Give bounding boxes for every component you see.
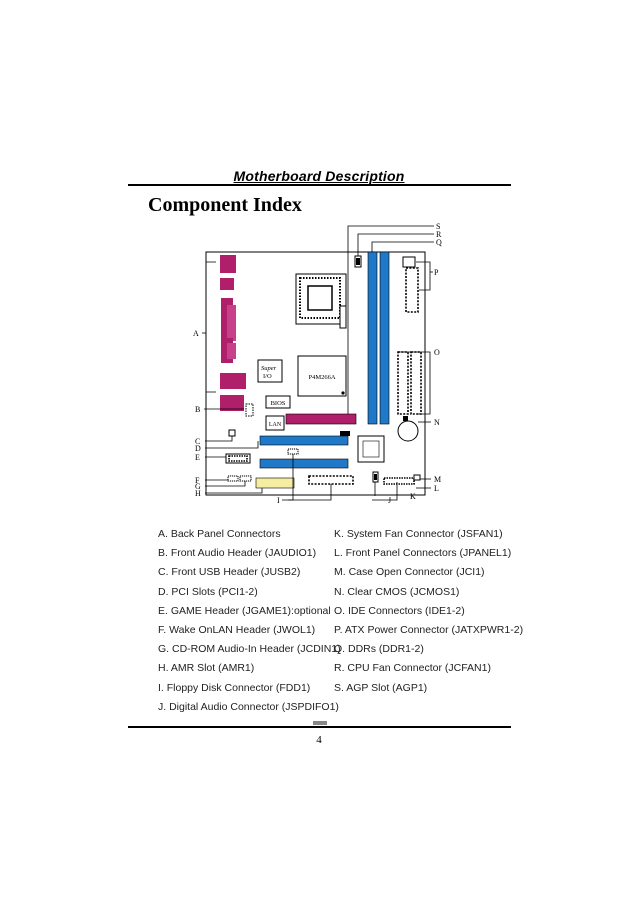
cpu-socket	[295, 273, 347, 329]
cpu-fan-connector-pins	[356, 258, 360, 265]
front-audio-header	[245, 403, 254, 417]
leader-lines	[202, 225, 434, 501]
legend-item: E. GAME Header (JGAME1):optional	[158, 604, 331, 617]
atx-power-connector-small	[402, 256, 416, 268]
ide-connector-1	[397, 351, 409, 415]
pci-slot-1-latch	[340, 431, 350, 436]
southbridge-chip-inner	[362, 440, 380, 458]
bios-chip	[265, 395, 291, 409]
legend-item: H. AMR Slot (AMR1)	[158, 662, 255, 675]
legend-item: C. Front USB Header (JUSB2)	[158, 566, 301, 579]
ddr-slot-2	[379, 251, 390, 425]
cpu-socket-body	[299, 277, 341, 319]
callout-i: I	[277, 496, 280, 505]
system-fan-pins	[374, 474, 377, 480]
callout-f: F	[195, 476, 200, 485]
legend-item: D. PCI Slots (PCI1-2)	[158, 585, 258, 598]
legend-item: B. Front Audio Header (JAUDIO1)	[158, 547, 317, 560]
page-number: 4	[316, 734, 322, 746]
callout-s: S	[436, 222, 440, 231]
callout-q: Q	[436, 238, 442, 247]
wake-on-lan-header	[227, 475, 239, 482]
chip-mark	[341, 391, 345, 395]
amr-slot	[255, 477, 295, 489]
callout-j: J	[388, 496, 391, 505]
callout-g: G	[195, 482, 201, 491]
clear-cmos-jumper	[403, 416, 408, 421]
legend-item: N. Clear CMOS (JCMOS1)	[334, 585, 460, 598]
header-rule	[128, 184, 511, 186]
legend-item: R. CPU Fan Connector (JCFAN1)	[334, 662, 491, 675]
legend-item: L. Front Panel Connectors (JPANEL1)	[334, 547, 512, 560]
lan-label: LAN	[269, 422, 282, 428]
callout-l: L	[434, 484, 439, 493]
legend-item: O. IDE Connectors (IDE1-2)	[334, 604, 465, 617]
floppy-connector	[308, 475, 354, 485]
digital-audio-header	[287, 448, 299, 455]
footer-rule	[128, 726, 511, 728]
callout-k: K	[410, 492, 416, 501]
super-io-label-2: I/O	[263, 373, 272, 380]
audio-jacks	[220, 395, 244, 411]
case-open-connector	[413, 474, 421, 481]
callout-a: A	[193, 329, 199, 338]
callout-e: E	[195, 453, 200, 462]
northbridge-chip	[297, 355, 347, 397]
header-title: Motherboard Description	[233, 168, 405, 184]
serial-port-shell	[227, 343, 236, 359]
game-header	[225, 453, 251, 464]
legend-column-right: K. System Fan Connector (JSFAN1) L. Fron…	[334, 528, 564, 701]
legend-item: J. Digital Audio Connector (JSPDIFO1)	[158, 700, 339, 713]
ide-connector-2	[410, 351, 422, 415]
legend-item: Q. DDRs (DDR1-2)	[334, 643, 424, 656]
legend-item: F. Wake OnLAN Header (JWOL1)	[158, 623, 316, 636]
legend-item: A. Back Panel Connectors	[158, 528, 281, 540]
legend-column-left: A. Back Panel Connectors B. Front Audio …	[158, 528, 341, 720]
section-title: Component Index	[148, 194, 302, 216]
ddr-slot-1	[367, 251, 378, 425]
super-io-label-1: Super	[261, 365, 277, 372]
parallel-port-shell	[227, 305, 236, 341]
game-header-pins	[228, 455, 248, 462]
callout-r: R	[436, 230, 442, 239]
callout-n: N	[434, 418, 440, 427]
pci-slot-2	[259, 458, 349, 469]
usb-port-stack	[220, 278, 234, 290]
legend-item: I. Floppy Disk Connector (FDD1)	[158, 681, 311, 694]
legend-item: P. ATX Power Connector (JATXPWR1-2)	[334, 623, 524, 636]
cpu-socket-core	[307, 285, 333, 311]
front-usb-pad	[228, 429, 236, 437]
bios-label: BIOS	[271, 400, 286, 407]
callout-d: D	[195, 444, 201, 453]
front-panel-connector	[383, 477, 415, 485]
chip-label: P4M266A	[308, 374, 335, 381]
pci-slot-1	[259, 435, 349, 446]
callout-b: B	[195, 405, 200, 414]
lan-chip	[265, 415, 285, 431]
legend-item: M. Case Open Connector (JCI1)	[334, 566, 485, 579]
atx-power-connector	[405, 267, 419, 313]
callout-p: P	[434, 268, 439, 277]
legend-item: K. System Fan Connector (JSFAN1)	[334, 528, 503, 540]
ps2-port	[220, 255, 236, 273]
callout-m: M	[434, 475, 441, 484]
agp-slot	[285, 413, 357, 425]
back-panel-connectors	[220, 255, 246, 411]
lan-port	[220, 373, 246, 389]
legend-item: S. AGP Slot (AGP1)	[334, 681, 428, 694]
southbridge-chip	[357, 435, 385, 463]
callout-c: C	[195, 437, 200, 446]
footer-mark	[313, 721, 327, 725]
cmos-battery	[397, 420, 419, 442]
super-io-chip	[257, 359, 283, 383]
callout-h: H	[195, 489, 201, 498]
callout-o: O	[434, 348, 440, 357]
cpu-socket-lever	[339, 305, 347, 329]
cdrom-audio-header	[239, 475, 252, 482]
legend-item: G. CD-ROM Audio-In Header (JCDIN1)	[158, 643, 341, 656]
